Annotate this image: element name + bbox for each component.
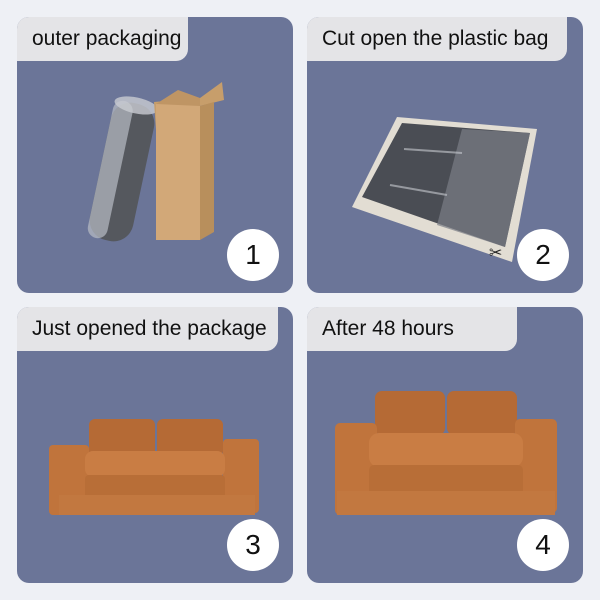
step-panel-4: After 48 hours 4: [307, 307, 583, 583]
step-number-badge: 1: [227, 229, 279, 281]
vacuum-bag-image: [352, 117, 537, 262]
step-panel-2: Cut open the plastic bag ✂ 2: [307, 17, 583, 293]
step-panel-1: outer packaging 1: [17, 17, 293, 293]
step-number-badge: 3: [227, 519, 279, 571]
step-panel-3: Just opened the package 3: [17, 307, 293, 583]
rolled-sofa-and-box-image: [87, 82, 224, 242]
step-label: Just opened the package: [17, 307, 278, 351]
step-label: outer packaging: [17, 17, 188, 61]
step-number-badge: 2: [517, 229, 569, 281]
compressed-sofa-image: [49, 419, 259, 515]
step-label: After 48 hours: [307, 307, 517, 351]
step-number-badge: 4: [517, 519, 569, 571]
expanded-sofa-image: [335, 391, 557, 515]
scissors-icon: ✂: [489, 245, 503, 262]
step-label: Cut open the plastic bag: [307, 17, 567, 61]
